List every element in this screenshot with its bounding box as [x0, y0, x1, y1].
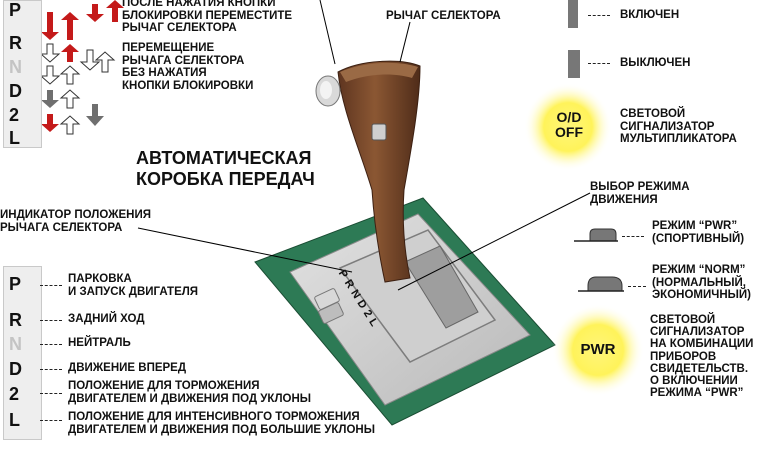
arrow-white-up-2	[59, 65, 81, 85]
arrow-grey-down-2	[86, 104, 104, 126]
indicator-label: ИНДИКАТОР ПОЛОЖЕНИЯ РЫЧАГА СЕЛЕКТОРА	[0, 209, 152, 234]
pwr-lamp-text: PWR	[580, 341, 616, 358]
norm-mode-label: РЕЖИМ “NORM” (НОРМАЛЬНЫЙ, ЭКОНОМИЧНЫЙ)	[652, 264, 751, 301]
instr-without-button: ПЕРЕМЕЩЕНИЕ РЫЧАГА СЕЛЕКТОРА БЕЗ НАЖАТИЯ…	[122, 42, 254, 92]
od-switch	[371, 123, 387, 141]
gear-panel-top	[3, 0, 42, 148]
mode-select-label: ВЫБОР РЕЖИМА ДВИЖЕНИЯ	[590, 181, 690, 206]
legend-key-n: N	[9, 334, 22, 354]
norm-switch-icon	[578, 276, 623, 292]
instr-with-button: ПОСЛЕ НАЖАТИЯ КНОПКИ БЛОКИРОВКИ ПЕРЕМЕСТ…	[122, 0, 293, 34]
gear-top-d: D	[9, 81, 22, 101]
arrow-grey-down-1	[41, 90, 59, 108]
arrow-red-up-3	[61, 44, 79, 62]
gear-top-n: N	[9, 57, 22, 77]
lever-label: РЫЧАГ СЕЛЕКТОРА	[386, 10, 501, 22]
od-off-label: ВЫКЛЮЧЕН	[620, 57, 691, 69]
arrow-white-up-4	[59, 115, 81, 135]
gear-top-r: R	[9, 33, 22, 53]
od-off-lamp-text: O/D OFF	[555, 109, 583, 140]
switch-off-icon	[568, 50, 580, 78]
arrow-white-up-3	[59, 89, 81, 109]
arrow-red-down-1	[86, 4, 104, 22]
od-on-label: ВКЛЮЧЕН	[620, 9, 680, 21]
pwr-mode-label: РЕЖИМ “PWR” (СПОРТИВНЫЙ)	[652, 220, 745, 245]
pwr-switch-icon	[574, 228, 617, 242]
gate-slot	[404, 245, 479, 329]
gear-top-l: L	[9, 128, 20, 148]
diagram-title: АВТОМАТИЧЕСКАЯ КОРОБКА ПЕРЕДАЧ	[136, 148, 315, 189]
arrow-white-down-2	[79, 49, 101, 71]
legend-key-l: L	[9, 410, 20, 430]
switch-on-icon	[568, 0, 578, 28]
gear-panel-legend	[3, 266, 42, 440]
pwr-desc: СВЕТОВОЙ СИГНАЛИЗАТОР НА КОМБИНАЦИИ ПРИБ…	[650, 314, 754, 400]
arrow-white-down-3	[39, 65, 61, 85]
od-lamp-glow	[524, 83, 612, 171]
arrow-red-down-2	[41, 12, 59, 40]
arrow-white-down-1	[39, 43, 61, 63]
selector-lever	[337, 60, 421, 283]
gear-top-p: P	[9, 0, 22, 20]
arrow-red-up-1	[106, 0, 124, 22]
od-desc: СВЕТОВОЙ СИГНАЛИЗАТОР МУЛЬТИПЛИКАТОРА	[620, 108, 737, 145]
arrow-white-up-1	[94, 51, 116, 73]
legend-key-p: P	[9, 274, 22, 294]
legend-key-d: D	[9, 359, 22, 379]
legend-key-r: R	[9, 310, 22, 330]
legend-desc-n: НЕЙТРАЛЬ	[68, 337, 131, 349]
gear-top-2: 2	[9, 105, 20, 125]
legend-desc-d: ДВИЖЕНИЕ ВПЕРЕД	[68, 362, 187, 374]
pwr-lamp-glow	[552, 304, 644, 396]
arrow-red-down-3	[41, 114, 59, 132]
legend-key-2: 2	[9, 384, 20, 404]
arrow-red-up-2	[61, 12, 79, 40]
legend-desc-r: ЗАДНИЙ ХОД	[68, 313, 145, 325]
